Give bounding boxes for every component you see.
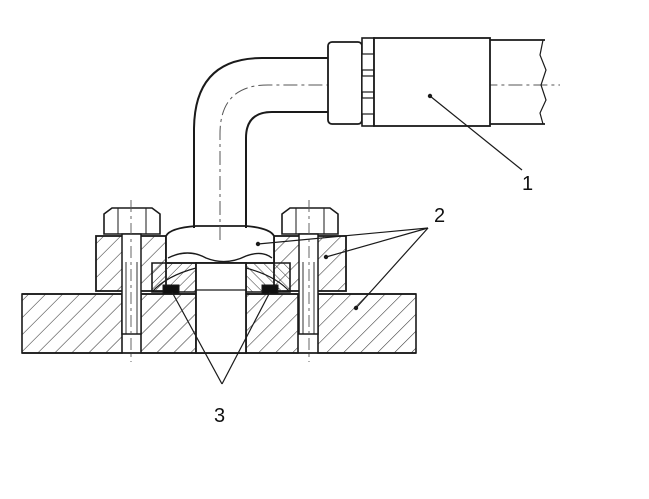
bolt-right — [281, 200, 339, 362]
leader-lines — [171, 93, 523, 385]
vertical-pipe — [195, 262, 247, 354]
callout-2: 2 — [434, 205, 445, 227]
elbow-pipe — [193, 57, 560, 240]
seal-right — [261, 284, 279, 295]
flange-collar — [165, 225, 275, 264]
hose — [490, 39, 547, 125]
hose-fitting — [327, 37, 491, 127]
bolt-left — [103, 200, 161, 362]
callout-3: 3 — [214, 405, 225, 427]
callout-1: 1 — [522, 173, 533, 195]
seal-left — [162, 284, 180, 295]
